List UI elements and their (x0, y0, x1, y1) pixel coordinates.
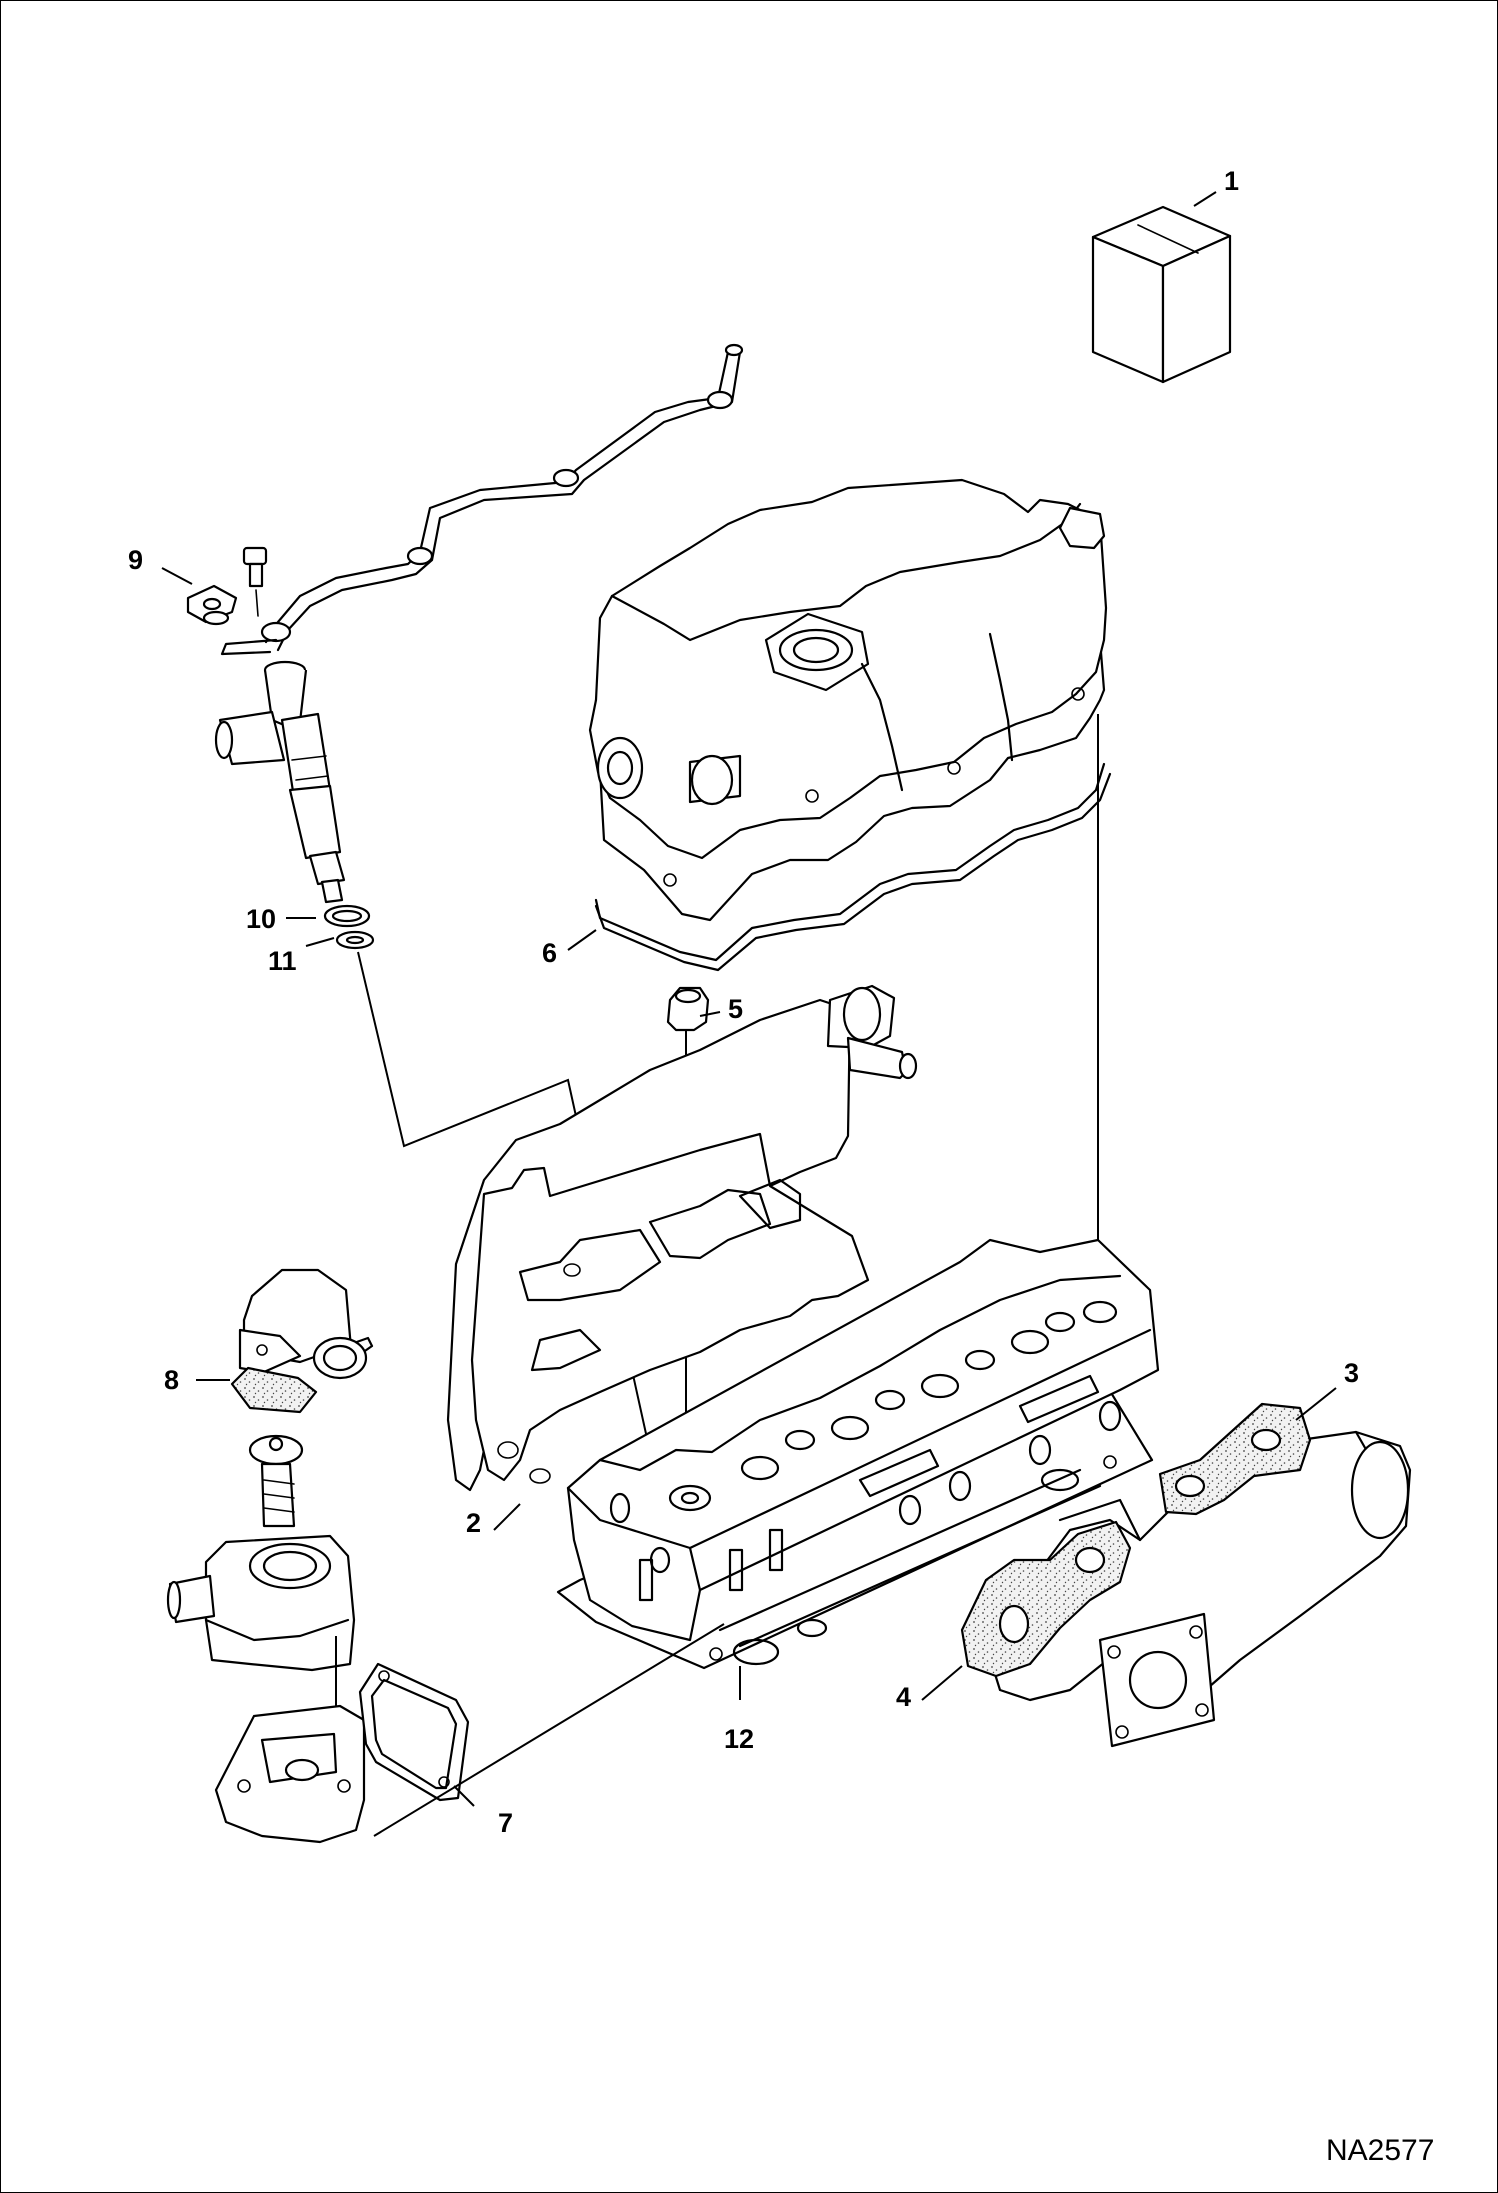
exhaust-manifold-gasket (1158, 1402, 1312, 1516)
callout-2: 2 (466, 1508, 482, 1538)
cap-nut (666, 986, 710, 1032)
water-outlet-gasket (358, 1662, 470, 1802)
callout-3: 3 (1344, 1358, 1360, 1388)
exhaust-manifold-flange-gasket (960, 1520, 1132, 1678)
callout-leaders (161, 191, 1337, 1807)
valve-cover (588, 478, 1112, 972)
thermostat-gasket (230, 1366, 318, 1414)
exhaust-manifold (988, 1430, 1412, 1748)
leak-off-pipe (186, 343, 744, 656)
thermostat (248, 1434, 304, 1528)
cylinder-head (566, 1238, 1160, 1642)
callout-6: 6 (542, 938, 558, 968)
callout-4: 4 (896, 1682, 912, 1712)
callout-11: 11 (268, 946, 297, 976)
figure-code: NA2577 (1326, 2134, 1435, 2167)
water-outlet-centerline (373, 1623, 725, 1837)
fuel-injector (214, 660, 346, 904)
o-ring (323, 904, 371, 928)
callout-1: 1 (1224, 166, 1240, 196)
callout-9: 9 (128, 545, 144, 575)
thermostat-housing (166, 1534, 356, 1802)
injector-washer (335, 930, 375, 950)
thermostat-cover (238, 1268, 374, 1380)
kit-box (1091, 205, 1232, 384)
callout-7: 7 (498, 1808, 514, 1838)
callout-10: 10 (246, 904, 277, 934)
intake-manifold (446, 984, 918, 1492)
callout-12: 12 (724, 1724, 755, 1754)
callout-5: 5 (728, 994, 744, 1024)
water-outlet-flange (214, 1704, 366, 1844)
callout-8: 8 (164, 1365, 180, 1395)
